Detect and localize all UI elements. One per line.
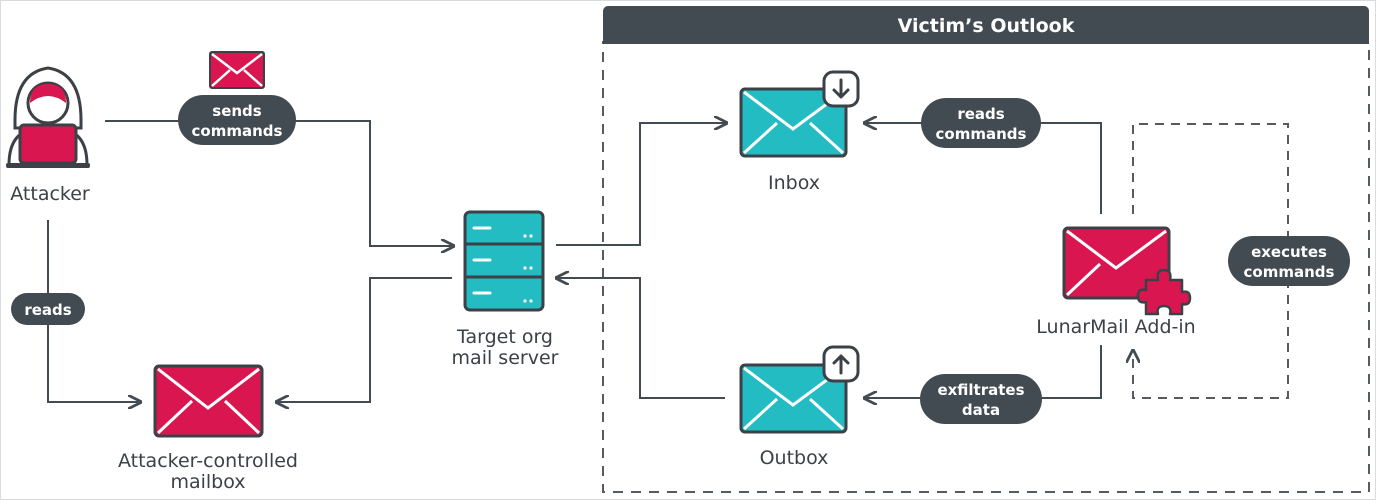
edge-attacker-reads-mailbox	[47, 220, 139, 402]
pill-exfiltrates-data: exfiltrates data	[920, 374, 1042, 424]
pill-reads: reads	[11, 293, 85, 325]
server-icon	[463, 210, 545, 312]
outlook-title: Victim’s Outlook	[898, 15, 1075, 37]
pill-executes-commands-line1: executes	[1251, 243, 1327, 261]
pill-exfiltrates-data-line1: exfiltrates	[937, 381, 1024, 399]
pill-reads-commands: reads commands	[921, 98, 1041, 148]
attacker-node: Attacker	[6, 66, 90, 205]
pill-reads-text: reads	[24, 301, 71, 319]
arrow-up-circle-icon	[822, 345, 860, 383]
edge-outbox-to-server	[558, 278, 725, 399]
envelope-icon	[209, 51, 265, 89]
connectors	[47, 121, 1102, 402]
victim-outlook-container: Victim’s Outlook	[602, 6, 1370, 493]
pill-reads-commands-line1: reads	[957, 105, 1004, 123]
edge-server-to-inbox	[556, 123, 725, 246]
mail-server-label-line1: Target org	[456, 326, 553, 348]
attacker-label: Attacker	[10, 183, 90, 205]
outlook-title-bar-rounded	[603, 6, 1369, 44]
pill-exfiltrates-data-line2: data	[962, 401, 1000, 419]
addin-label: LunarMail Add-in	[1036, 316, 1195, 338]
command-envelope	[209, 51, 265, 89]
inbox-label: Inbox	[768, 172, 820, 194]
outbox-node: Outbox	[739, 345, 860, 469]
addin-node: LunarMail Add-in	[1036, 226, 1196, 338]
envelope-icon	[1062, 226, 1171, 300]
pill-sends-commands-line2: commands	[192, 122, 283, 140]
attacker-mailbox-label-line2: mailbox	[170, 471, 245, 493]
arrow-down-circle-icon	[822, 70, 860, 108]
pill-sends-commands-line1: sends	[212, 102, 262, 120]
envelope-icon	[153, 364, 264, 438]
puzzle-piece-icon	[1136, 268, 1192, 316]
outbox-label: Outbox	[760, 447, 829, 469]
pill-executes-commands-line2: commands	[1244, 263, 1335, 281]
pill-reads-commands-line2: commands	[936, 125, 1027, 143]
pill-executes-commands: executes commands	[1228, 236, 1350, 286]
attacker-mailbox-label-line1: Attacker-controlled	[118, 450, 298, 472]
mail-server-node: Target org mail server	[452, 210, 559, 369]
envelope-icon	[739, 363, 848, 434]
attacker-mailbox-node: Attacker-controlled mailbox	[118, 364, 298, 493]
inbox-node: Inbox	[739, 70, 860, 194]
pill-sends-commands: sends commands	[178, 95, 296, 145]
edge-server-to-mailbox	[278, 277, 452, 402]
mail-server-label-line2: mail server	[452, 347, 559, 369]
hacker-icon	[6, 66, 90, 168]
